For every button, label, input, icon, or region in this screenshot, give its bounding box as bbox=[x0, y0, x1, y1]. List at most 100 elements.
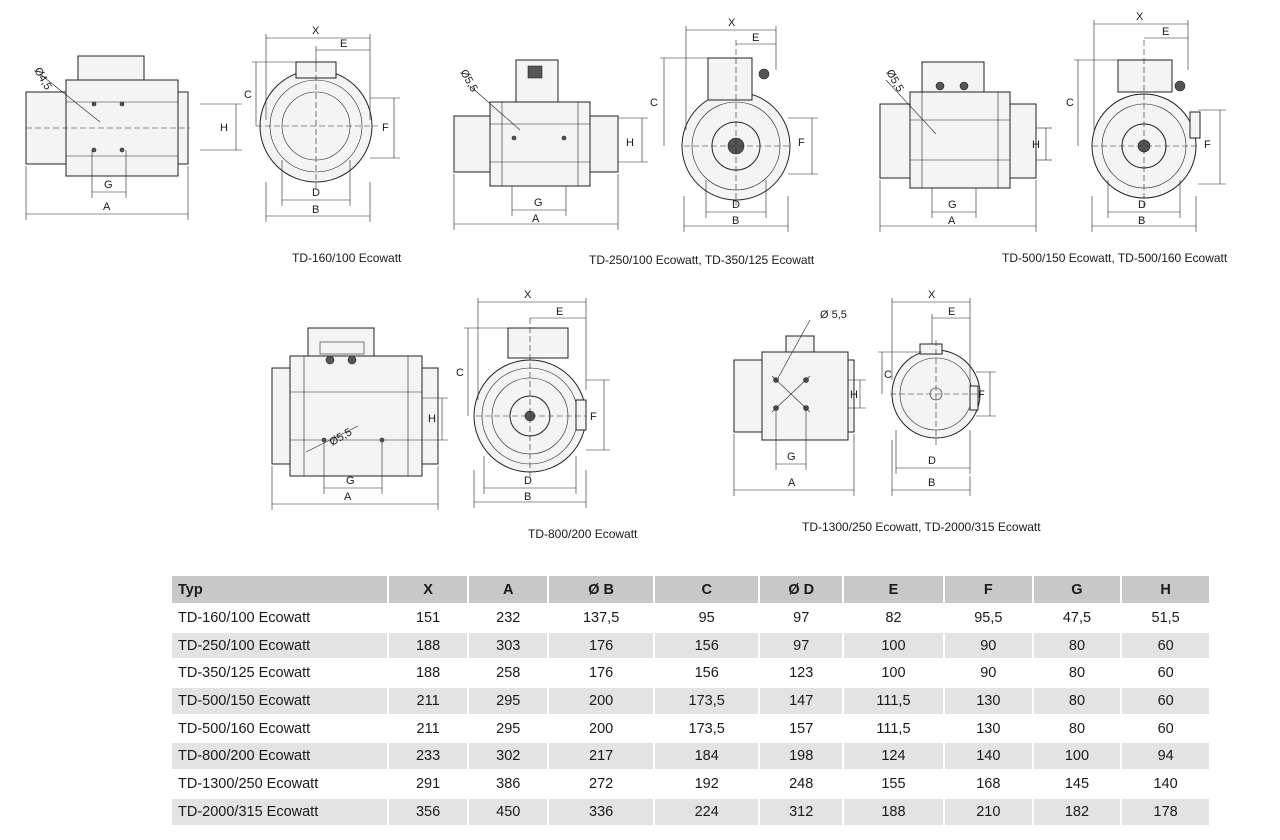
table-cell-value: 60 bbox=[1121, 659, 1211, 689]
td800-dim-e: E bbox=[556, 306, 563, 318]
table-cell-value: 95,5 bbox=[943, 604, 1034, 633]
table-cell-value: 111,5 bbox=[842, 687, 945, 716]
table-cell-value: 100 bbox=[842, 631, 945, 661]
td160-dim-d: D bbox=[312, 187, 320, 199]
table-cell-value: 248 bbox=[759, 770, 844, 799]
table-cell-value: 176 bbox=[548, 631, 655, 661]
td160-dim-b: B bbox=[312, 204, 319, 216]
td800-dim-a: A bbox=[344, 491, 352, 503]
td1300-schematic: Ø 5,5 A G H X E C F D B bbox=[733, 289, 996, 496]
td250-dim-c: C bbox=[650, 97, 658, 109]
table-cell-value: 60 bbox=[1121, 714, 1211, 744]
table-cell-value: 176 bbox=[548, 659, 655, 689]
td250-dim-d: D bbox=[732, 199, 740, 211]
table-header-row: Typ X A Ø B C Ø D E F G H bbox=[172, 576, 1211, 605]
table-cell-value: 272 bbox=[548, 770, 655, 799]
table-cell-value: 200 bbox=[548, 714, 655, 744]
table-cell-value: 124 bbox=[842, 742, 945, 772]
table-cell-value: 295 bbox=[468, 687, 550, 716]
col-header-f: F bbox=[943, 576, 1034, 605]
drawing-td160: Ø4,5 A G H X E C F D B bbox=[0, 0, 420, 250]
table-cell-value: 173,5 bbox=[653, 714, 761, 744]
table-cell-value: 156 bbox=[653, 659, 761, 689]
table-cell-type: TD-500/150 Ecowatt bbox=[172, 687, 389, 716]
table-cell-value: 178 bbox=[1121, 797, 1211, 827]
table-cell-type: TD-250/100 Ecowatt bbox=[172, 631, 389, 661]
td800-dim-f: F bbox=[590, 411, 597, 423]
caption-td1300-2000: TD-1300/250 Ecowatt, TD-2000/315 Ecowatt bbox=[802, 520, 1041, 534]
table-cell-value: 188 bbox=[842, 797, 945, 827]
table-cell-value: 90 bbox=[943, 631, 1034, 661]
table-cell-value: 147 bbox=[759, 687, 844, 716]
table-cell-value: 188 bbox=[388, 631, 470, 661]
col-header-b: Ø B bbox=[548, 576, 655, 605]
table-cell-value: 291 bbox=[388, 770, 470, 799]
table-cell-value: 151 bbox=[388, 604, 470, 633]
table-cell-type: TD-350/125 Ecowatt bbox=[172, 659, 389, 689]
td1300-dim-b: B bbox=[928, 477, 935, 489]
td1300-dim-x: X bbox=[928, 289, 936, 301]
td500-schematic: Ø5,5 A G H X E C F D B bbox=[879, 11, 1226, 232]
table-cell-value: 295 bbox=[468, 714, 550, 744]
table-cell-value: 80 bbox=[1032, 714, 1123, 744]
table-cell-value: 80 bbox=[1032, 631, 1123, 661]
table-cell-value: 336 bbox=[548, 797, 655, 827]
td160-dim-f: F bbox=[382, 122, 389, 134]
table-cell-value: 111,5 bbox=[842, 714, 945, 744]
table-cell-value: 82 bbox=[842, 604, 945, 633]
table-cell-value: 130 bbox=[943, 714, 1034, 744]
col-header-d: Ø D bbox=[759, 576, 844, 605]
td250-schematic: Ø5,5 A G H X E C F D B bbox=[453, 17, 818, 232]
table-cell-value: 130 bbox=[943, 687, 1034, 716]
table-cell-value: 198 bbox=[759, 742, 844, 772]
td160-dim-h: H bbox=[220, 122, 228, 134]
table-cell-value: 258 bbox=[468, 659, 550, 689]
table-cell-value: 90 bbox=[943, 659, 1034, 689]
table-cell-value: 184 bbox=[653, 742, 761, 772]
table-cell-value: 60 bbox=[1121, 687, 1211, 716]
table-cell-value: 100 bbox=[842, 659, 945, 689]
td800-dim-b: B bbox=[524, 491, 531, 503]
col-header-typ: Typ bbox=[172, 576, 389, 605]
table-cell-value: 145 bbox=[1032, 770, 1123, 799]
table-cell-value: 217 bbox=[548, 742, 655, 772]
td250-dim-a: A bbox=[532, 213, 540, 225]
td1300-dim-h: H bbox=[850, 389, 858, 401]
table-cell-value: 100 bbox=[1032, 742, 1123, 772]
caption-td250-350: TD-250/100 Ecowatt, TD-350/125 Ecowatt bbox=[589, 253, 815, 267]
drawing-td1300-2000: Ø 5,5 A G H X E C F D B bbox=[720, 280, 1020, 500]
td1300-dim-e: E bbox=[948, 306, 955, 318]
td160-schematic: Ø4,5 A G H X E C F D B bbox=[25, 25, 400, 222]
table-cell-value: 97 bbox=[759, 604, 844, 633]
table-cell-value: 60 bbox=[1121, 631, 1211, 661]
caption-td800: TD-800/200 Ecowatt bbox=[528, 527, 638, 541]
col-header-g: G bbox=[1032, 576, 1123, 605]
td800-dim-x: X bbox=[524, 289, 532, 301]
table-cell-value: 232 bbox=[468, 604, 550, 633]
table-cell-value: 200 bbox=[548, 687, 655, 716]
drawing-td800: Ø5,5 A G H X E C F D B bbox=[262, 280, 622, 520]
col-header-x: X bbox=[388, 576, 470, 605]
table-cell-value: 80 bbox=[1032, 687, 1123, 716]
td160-dim-e: E bbox=[340, 38, 347, 50]
td500-dim-b: B bbox=[1138, 215, 1145, 227]
td250-dim-b: B bbox=[732, 215, 739, 227]
table-cell-value: 94 bbox=[1121, 742, 1211, 772]
table-cell-value: 211 bbox=[388, 687, 470, 716]
td800-dim-g: G bbox=[346, 475, 355, 487]
table-cell-value: 137,5 bbox=[548, 604, 655, 633]
table-cell-value: 192 bbox=[653, 770, 761, 799]
td250-dim-h: H bbox=[626, 137, 634, 149]
td800-dim-d: D bbox=[524, 475, 532, 487]
td500-dim-d: D bbox=[1138, 199, 1146, 211]
td160-dim-a: A bbox=[103, 201, 111, 213]
drawing-td250-350: Ø5,5 A G H X E C F D B bbox=[440, 0, 840, 250]
td250-dim-g: G bbox=[534, 197, 543, 209]
table-cell-value: 156 bbox=[653, 631, 761, 661]
td800-dim-c: C bbox=[456, 367, 464, 379]
td160-dim-x: X bbox=[312, 25, 320, 37]
